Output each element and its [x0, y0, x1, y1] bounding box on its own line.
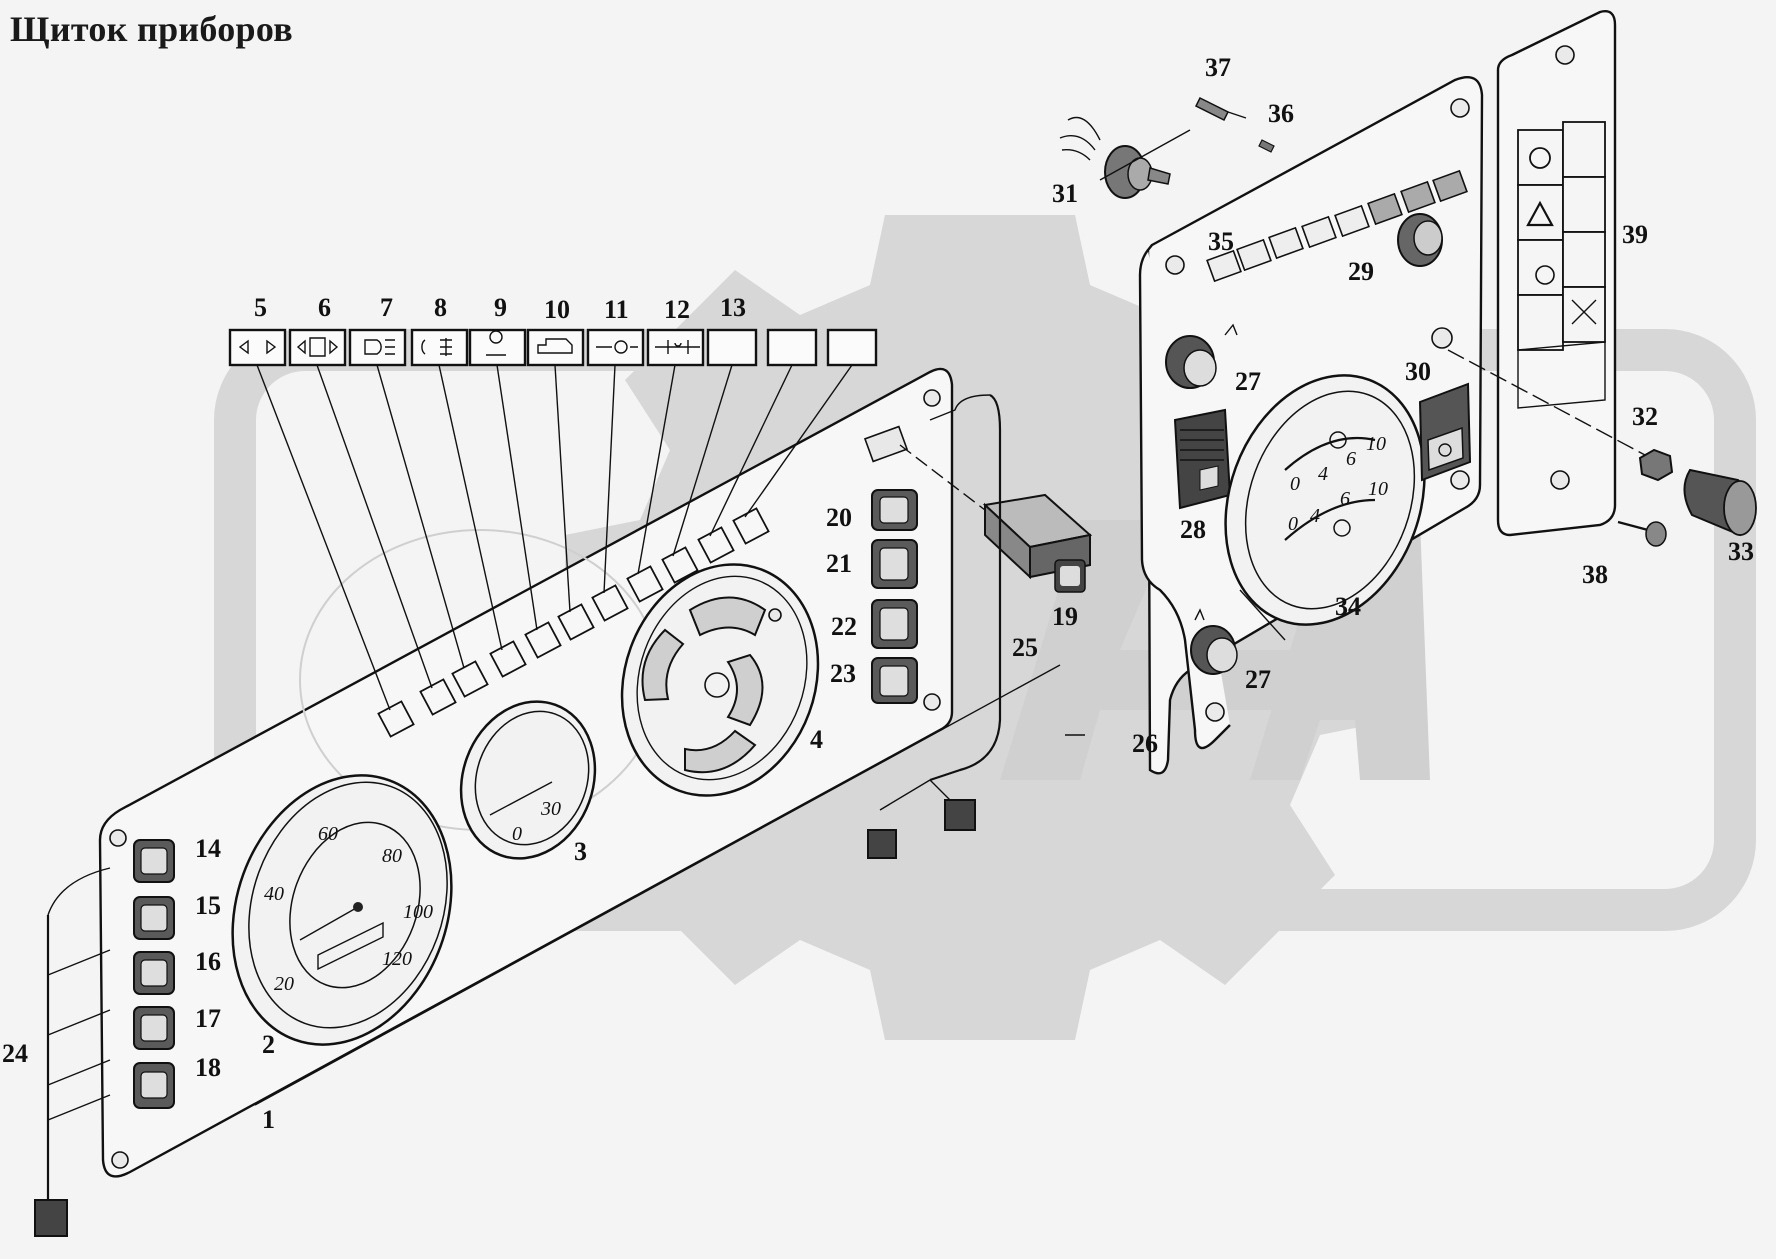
icon-leader-lines: [256, 364, 853, 711]
callout-18: 18: [195, 1053, 221, 1082]
callout-5: 5: [254, 293, 267, 322]
fog-light-icon: [410, 328, 469, 367]
callout-39: 39: [1622, 220, 1648, 249]
bulb-37: [1194, 96, 1247, 122]
callout-6: 6: [318, 293, 331, 322]
speed-scale-120: 120: [382, 948, 412, 970]
callout-17: 17: [195, 1004, 221, 1033]
knob-29: [1397, 213, 1443, 267]
driver-icon: [468, 328, 527, 367]
callout-37: 37: [1205, 53, 1231, 82]
callout-4: 4: [810, 725, 823, 754]
wiring-harness-24: [34, 867, 111, 1237]
callout-36: 36: [1268, 99, 1294, 128]
callout-15: 15: [195, 891, 221, 920]
callout-16: 16: [195, 947, 221, 976]
callout-23: 23: [830, 659, 856, 688]
callout-19: 19: [1052, 602, 1078, 631]
callout-13: 13: [720, 293, 746, 322]
callout-26: 26: [1132, 729, 1158, 758]
callout-32: 32: [1632, 402, 1658, 431]
indicator-strip-35: [1206, 169, 1468, 283]
label-plate-39: [1496, 10, 1617, 537]
callout-35: 35: [1208, 227, 1234, 256]
speed-scale-20: 20: [274, 973, 294, 995]
switch-27-lower: [1190, 608, 1238, 675]
callout-10: 10: [544, 295, 570, 324]
wiring-harness-25: [867, 394, 1002, 859]
gauge-top-4: 4: [1318, 463, 1328, 485]
blank-indicator-1: [706, 328, 758, 367]
callout-8: 8: [434, 293, 447, 322]
callout-27-upper: 27: [1235, 367, 1261, 396]
callout-1: 1: [262, 1105, 275, 1134]
nut-32: [1638, 448, 1674, 482]
gauge-bottom-6: 6: [1340, 488, 1350, 510]
blank-indicator-2: [766, 328, 818, 367]
tachometer: 0 30: [459, 700, 597, 860]
gauge-top-10: 10: [1366, 433, 1386, 455]
knob-33: [1683, 468, 1757, 537]
gauge-bottom-10: 10: [1368, 478, 1388, 500]
callout-34: 34: [1335, 592, 1361, 621]
rocker-28: [1173, 408, 1232, 510]
high-beam-icon: [348, 328, 407, 367]
callout-28: 28: [1180, 515, 1206, 544]
callout-27-lower: 27: [1245, 665, 1271, 694]
callout-29: 29: [1348, 257, 1374, 286]
callout-25: 25: [1012, 633, 1038, 662]
blank-indicator-3: [826, 328, 878, 367]
callout-2: 2: [262, 1030, 275, 1059]
pressure-gauge-34: 0 4 6 10 0 4 6 10: [1224, 374, 1426, 626]
callout-9: 9: [494, 293, 507, 322]
page-title: Щиток приборов: [10, 9, 294, 49]
callout-33: 33: [1728, 537, 1754, 566]
tacho-scale-30: 30: [540, 798, 561, 820]
speed-scale-80: 80: [382, 845, 402, 867]
callout-3: 3: [574, 837, 587, 866]
screw-38: [1617, 520, 1667, 547]
engine-icon: [526, 328, 585, 367]
plug-31: [1059, 116, 1171, 199]
speed-scale-60: 60: [318, 823, 338, 845]
switch-27-upper: [1165, 323, 1238, 389]
light-switch-30: [1418, 327, 1472, 482]
gauge-top-6: 6: [1346, 448, 1356, 470]
left-switch-column: [133, 839, 175, 1109]
callout-21: 21: [826, 549, 852, 578]
gauge-bottom-0: 0: [1288, 513, 1298, 535]
switch-19: [982, 493, 1093, 593]
callout-38: 38: [1582, 560, 1608, 589]
callout-20: 20: [826, 503, 852, 532]
callout-24: 24: [2, 1039, 28, 1068]
callout-14: 14: [195, 834, 221, 863]
indicator-icon-strip: [228, 328, 878, 367]
leader-lines: [254, 129, 1286, 1106]
callout-11: 11: [604, 295, 629, 324]
lamp-36: [1258, 139, 1275, 153]
callout-7: 7: [380, 293, 393, 322]
callout-numbers: 1 2 3 4 5 6 7 8 9 10 11 12 13 14 15 16 1…: [2, 53, 1754, 1134]
callout-30: 30: [1405, 357, 1431, 386]
callout-31: 31: [1052, 179, 1078, 208]
right-switch-column: [863, 425, 918, 704]
callout-12: 12: [664, 295, 690, 324]
gauge-bottom-4: 4: [1310, 505, 1320, 527]
speed-scale-40: 40: [264, 883, 284, 905]
callout-22: 22: [831, 612, 857, 641]
combination-gauge: [620, 563, 820, 797]
speed-scale-100: 100: [403, 901, 433, 923]
turn-indicator-icon: [228, 328, 287, 367]
tacho-scale-0: 0: [512, 823, 522, 845]
gauge-top-0: 0: [1290, 473, 1300, 495]
speedometer: 20 40 60 80 100 120: [231, 774, 453, 1046]
